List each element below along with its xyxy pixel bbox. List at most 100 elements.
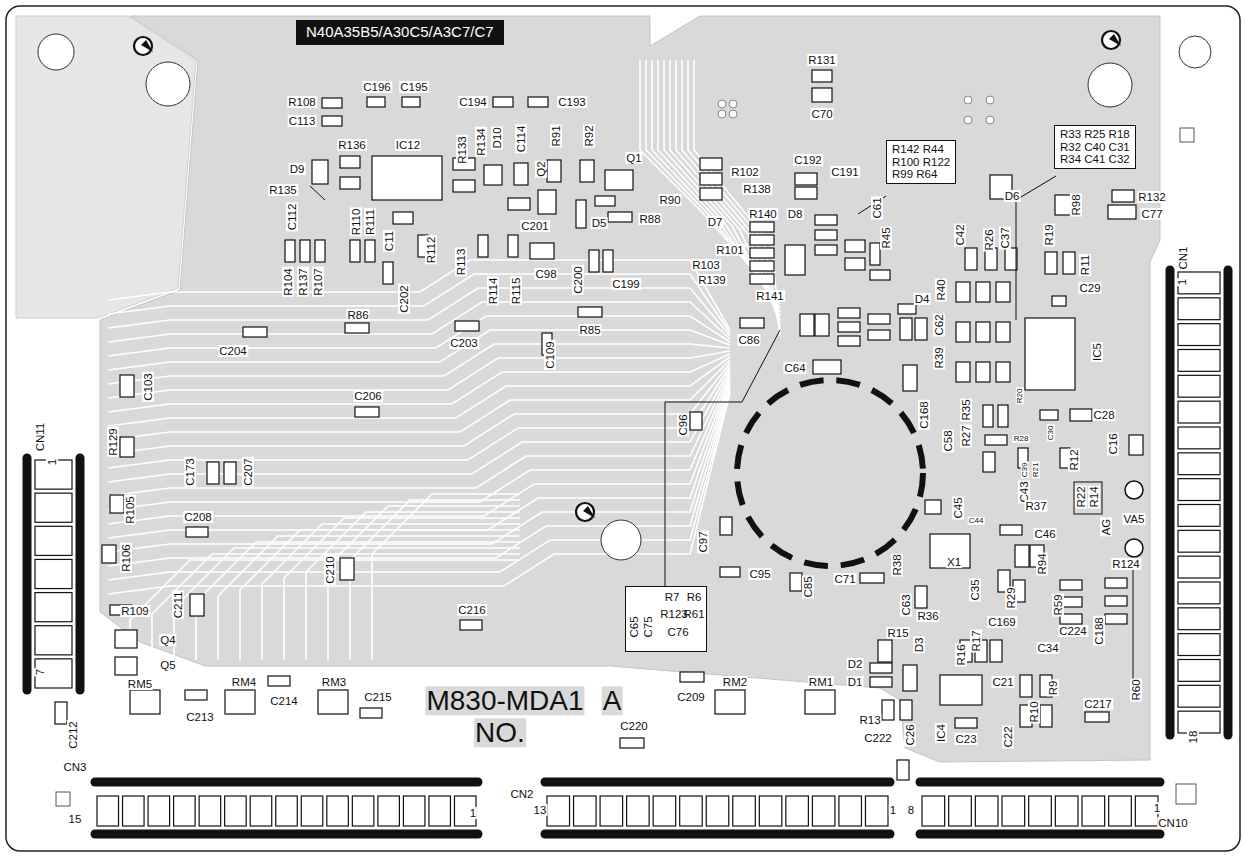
edge-connector: [545, 782, 890, 834]
reference-designator: C204: [218, 345, 248, 357]
pcb-trace: [682, 60, 780, 328]
reference-designator: R59: [1052, 593, 1064, 616]
reference-designator: R26: [983, 228, 995, 251]
component-outline: [345, 323, 369, 333]
edge-connector: [27, 458, 80, 690]
component-outline: [190, 594, 204, 616]
reference-designator: R101: [715, 244, 745, 256]
component-outline: [1108, 205, 1136, 219]
connector-pin: [35, 493, 72, 522]
via: [729, 100, 737, 108]
reference-designator: D8: [787, 208, 804, 220]
pcb-trace: [350, 500, 520, 660]
reference-designator: R28: [1013, 435, 1030, 443]
component-outline: [845, 258, 865, 270]
reference-designator: C96: [677, 413, 689, 436]
component-outline: [484, 165, 502, 185]
component-outline: [750, 235, 774, 245]
reference-designator: 7: [34, 668, 46, 676]
reference-designator: D4: [914, 293, 931, 305]
component-outline: [900, 318, 912, 340]
connector-pin: [786, 796, 809, 826]
reference-designator: R109: [120, 605, 150, 617]
component-outline: [402, 97, 420, 107]
reference-designator: C21: [991, 676, 1014, 688]
component-outline: [870, 270, 890, 280]
reference-designator: Q1: [625, 152, 642, 164]
connector-pin: [123, 796, 145, 826]
model-banner: N40A35B5/A30C5/A3C7/C7: [296, 20, 504, 45]
reference-designator: C58: [942, 429, 954, 452]
pcb-trace: [108, 344, 730, 384]
component-outline: [720, 517, 732, 535]
pcb-trace: [646, 60, 780, 304]
reference-designator: R115: [510, 277, 522, 306]
reference-designator: CN11: [34, 422, 46, 453]
connector-pin: [1178, 608, 1220, 630]
reference-designator: R92: [583, 124, 595, 147]
component-outline: [460, 620, 482, 630]
component-outline: [990, 640, 1002, 662]
part-name: R33 R25 R18: [1060, 128, 1130, 141]
reference-designator: C201: [520, 220, 550, 232]
pcb-trace: [108, 366, 730, 468]
component-outline: [268, 676, 290, 686]
connector-pin: [1055, 796, 1078, 826]
leader-line: [1016, 176, 1056, 320]
reference-designator: C64: [783, 362, 806, 374]
via: [964, 96, 972, 104]
pcb-trace: [108, 372, 730, 496]
reference-designator: C22: [1002, 725, 1014, 748]
board-outline: [6, 6, 1240, 851]
component-outline: [955, 718, 977, 728]
reference-designator: R110: [350, 208, 362, 237]
connector-pin: [276, 796, 298, 826]
component-outline: [455, 321, 479, 331]
connector-pin: [1082, 796, 1105, 826]
reference-designator: R45: [880, 226, 892, 249]
connector-pin: [174, 796, 196, 826]
component-outline: [605, 170, 633, 190]
component-outline: [538, 190, 556, 214]
part-name: R61: [683, 608, 704, 621]
component-outline: [580, 160, 594, 182]
pcb-trace: [670, 60, 780, 320]
component-outline: [750, 222, 774, 232]
component-outline: [350, 240, 360, 262]
component-outline: [690, 412, 702, 430]
reference-designator: 15: [68, 813, 83, 825]
via: [964, 116, 972, 124]
connector-pin: [812, 796, 835, 826]
part-name: C75: [642, 616, 655, 637]
reference-designator: R138: [742, 183, 772, 195]
trace-group: [108, 60, 780, 660]
mounting-hole: [38, 34, 74, 70]
reference-designator: CN2: [509, 788, 534, 800]
reference-designator: R94: [1036, 552, 1048, 575]
reference-designator: 18: [1187, 730, 1199, 745]
pcb-trace: [108, 378, 730, 524]
reference-designator: R113: [455, 248, 467, 277]
mounting-hole: [1179, 36, 1211, 68]
reference-designator: RM2: [722, 676, 748, 688]
reference-designator: D1: [847, 676, 864, 688]
reference-designator: C169: [987, 616, 1017, 628]
via: [718, 100, 726, 108]
reference-designator: C98: [534, 268, 557, 280]
component-outline: [805, 690, 835, 714]
reference-designator: C28: [1092, 409, 1115, 421]
component-outline: [1105, 614, 1127, 624]
component-outline: [1025, 318, 1075, 390]
part-name: R100 R122: [892, 156, 950, 169]
reference-designator: C194: [458, 96, 488, 108]
component-outline: [813, 360, 841, 374]
reference-designator: R108: [287, 96, 317, 108]
component-outline: [1070, 409, 1092, 421]
square-pad: [56, 792, 70, 806]
connector-bar: [1224, 270, 1233, 735]
component-outline: [115, 630, 137, 648]
reference-designator: CN1: [1177, 245, 1189, 270]
reference-designator: R91: [550, 124, 562, 147]
reference-designator: Q5: [159, 659, 176, 671]
reference-designator: R35: [960, 398, 972, 421]
